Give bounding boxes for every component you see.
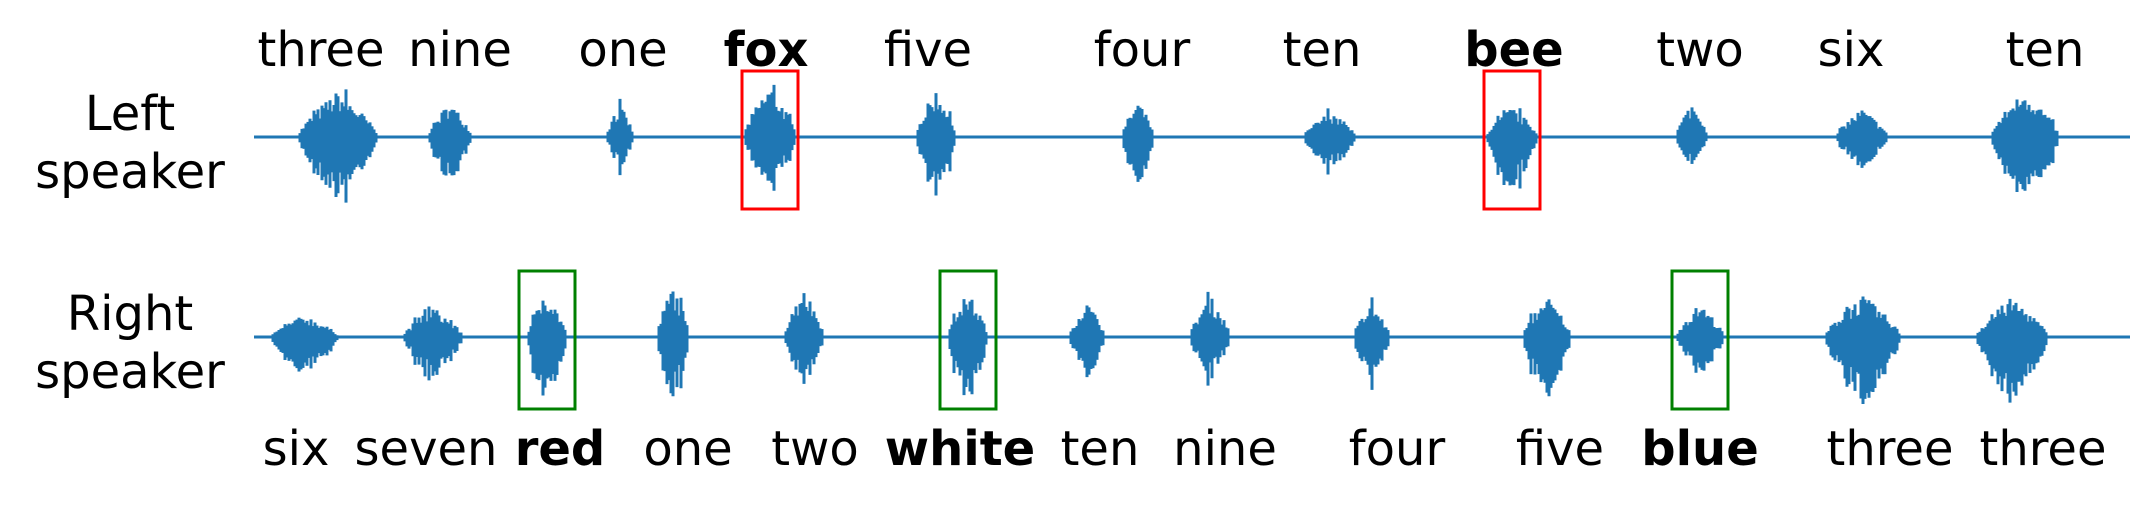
left-waveform-word-9 [1836,110,1888,168]
left-word-label-8: two [1656,22,1743,78]
left-word-label-1: nine [408,22,512,78]
right-word-label-12: three [1980,421,2107,477]
right-word-label-9: five [1516,421,1604,477]
left-word-label-6: ten [1283,22,1362,78]
right-word-label-5: white [885,421,1035,477]
left-waveform-word-10 [1991,99,2059,193]
left-speaker-label-line2: speaker [35,144,225,200]
right-waveform-word-5 [948,299,988,396]
left-waveform-word-5 [1122,105,1154,182]
left-word-label-0: three [258,22,385,78]
right-word-label-2: red [515,421,606,477]
right-waveform-word-8 [1354,297,1390,390]
left-speaker-label-line1: Left [85,86,175,142]
right-waveform-word-10 [1676,308,1724,373]
right-waveform-word-7 [1190,291,1230,386]
right-word-label-4: two [771,421,858,477]
highlight-boxes [517,69,1730,411]
left-waveform-word-4 [916,93,956,196]
right-word-label-7: nine [1173,421,1277,477]
right-speaker-label-line1: Right [67,286,193,342]
left-waveform-word-1 [428,109,472,176]
left-word-label-7: bee [1464,22,1563,78]
left-word-labels: three nine one fox five four ten bee two six ten [258,22,2085,78]
left-waveform-word-6 [1304,108,1356,175]
right-waveform-word-12 [1976,298,2048,403]
left-word-label-5: four [1094,22,1191,78]
right-word-label-3: one [643,421,732,477]
left-waveforms [298,84,2059,203]
right-highlight-box-blue [1670,269,1730,411]
left-highlight-box-fox [740,69,800,211]
right-word-label-1: seven [355,421,498,477]
left-waveform-word-0 [298,89,378,203]
left-word-label-9: six [1818,22,1885,78]
right-speaker-label-line2: speaker [35,344,225,400]
right-waveform-word-0 [271,317,339,372]
right-word-label-6: ten [1061,421,1140,477]
right-word-label-11: three [1827,421,1954,477]
left-word-label-2: one [578,22,667,78]
left-highlight-box-bee [1482,69,1542,211]
right-waveform-word-1 [403,306,463,381]
right-highlight-box-white [938,269,998,411]
right-waveform-word-2 [527,300,567,396]
left-word-label-4: five [884,22,972,78]
right-waveform-word-6 [1069,305,1105,378]
left-waveform-word-7 [1486,108,1538,189]
right-word-label-0: six [263,421,330,477]
right-waveform-word-3 [657,291,689,397]
right-waveform-word-9 [1523,299,1571,397]
left-waveform-word-3 [744,84,796,191]
left-waveform-word-2 [606,98,634,176]
left-waveform-word-8 [1676,107,1708,164]
right-waveform-word-11 [1825,296,1901,405]
right-highlight-box-red [517,269,577,411]
right-waveforms [271,291,2048,405]
right-word-label-8: four [1349,421,1446,477]
left-word-label-10: ten [2006,22,2085,78]
left-word-label-3: fox [724,22,809,78]
right-word-label-10: blue [1641,421,1759,477]
right-waveform-word-4 [784,293,824,384]
